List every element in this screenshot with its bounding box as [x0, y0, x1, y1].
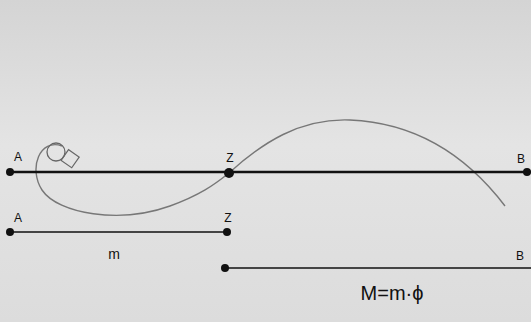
- segment-label: m: [108, 247, 120, 261]
- point-dot: [6, 168, 14, 176]
- spiral-curve: [36, 120, 505, 215]
- point-label: B: [516, 250, 524, 262]
- point-label: Z: [226, 152, 233, 164]
- point-dot: [523, 168, 531, 176]
- full-segment: [10, 171, 531, 173]
- point-label: B: [517, 153, 525, 165]
- point-label: A: [14, 151, 22, 163]
- point-dot: [223, 228, 231, 236]
- minor-segment: [10, 231, 227, 233]
- point-label: A: [14, 212, 22, 224]
- point-dot: [224, 168, 234, 178]
- point-label: Z: [224, 212, 231, 224]
- point-dot: [6, 228, 14, 236]
- snail-body: [61, 150, 79, 168]
- formula-label: M=m·ϕ: [361, 283, 424, 303]
- point-dot: [221, 264, 229, 272]
- major-segment: [225, 267, 531, 269]
